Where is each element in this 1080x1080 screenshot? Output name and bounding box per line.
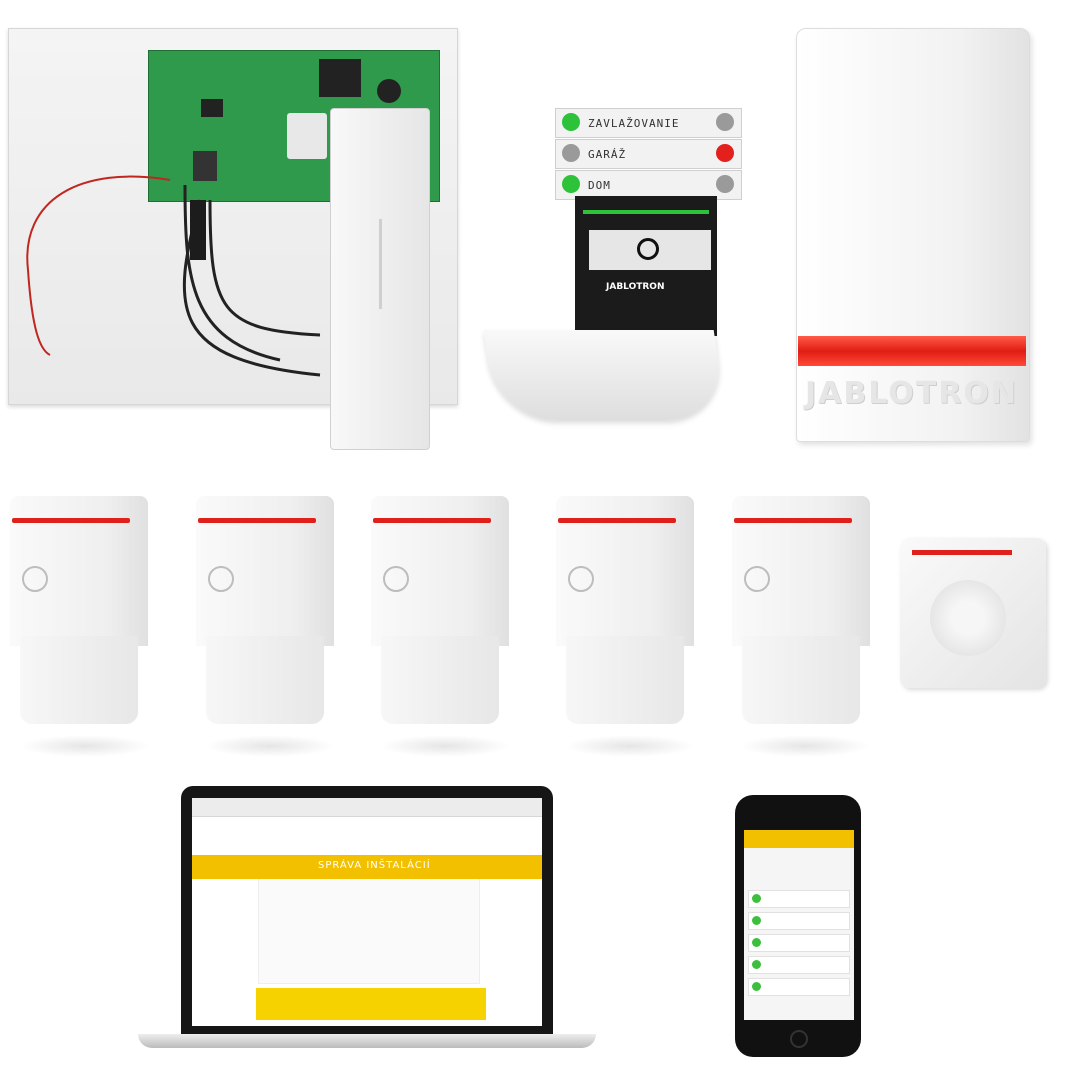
browser-toolbar bbox=[192, 798, 542, 817]
detector-stripe bbox=[12, 518, 130, 523]
detector-stripe bbox=[198, 518, 316, 523]
keypad-segment[interactable]: ZAVLAŽOVANIE bbox=[555, 108, 742, 138]
motion-detector bbox=[556, 496, 694, 724]
phone-app-header bbox=[744, 830, 854, 848]
laptop-banner-title: SPRÁVA INŠTALÁCIÍ bbox=[318, 860, 431, 871]
status-led bbox=[562, 175, 580, 193]
siren-brand: JABLOTRON bbox=[805, 376, 1018, 411]
keypad-segment[interactable]: GARÁŽ bbox=[555, 139, 742, 169]
segment-button[interactable] bbox=[716, 175, 734, 193]
jablotron-logo-icon bbox=[22, 566, 48, 592]
laptop-base bbox=[138, 1034, 596, 1048]
phone-list-item bbox=[748, 890, 850, 908]
board-chip bbox=[201, 99, 223, 117]
segment-label: GARÁŽ bbox=[588, 147, 627, 161]
phone-list-item bbox=[748, 956, 850, 974]
content-card bbox=[258, 862, 480, 984]
detector-stripe bbox=[734, 518, 852, 523]
outdoor-siren bbox=[796, 28, 1030, 442]
laptop-banner bbox=[192, 855, 542, 879]
status-led bbox=[562, 144, 580, 162]
segment-label: ZAVLAŽOVANIE bbox=[588, 116, 680, 130]
segment-button[interactable] bbox=[716, 144, 734, 162]
jablotron-logo-icon bbox=[383, 566, 409, 592]
motion-detector bbox=[10, 496, 148, 724]
keypad-indicator-bar bbox=[583, 210, 709, 214]
keypad-lcd bbox=[589, 230, 711, 270]
board-connector bbox=[193, 151, 217, 181]
segment-button[interactable] bbox=[716, 113, 734, 131]
keypad-cover-flap bbox=[483, 330, 727, 420]
motion-detector bbox=[371, 496, 509, 724]
sim-slot bbox=[287, 113, 327, 159]
gsm-module bbox=[330, 108, 430, 450]
board-chip bbox=[319, 59, 361, 97]
board-capacitor bbox=[377, 79, 401, 103]
phone-list-item bbox=[748, 934, 850, 952]
phone-list-item bbox=[748, 912, 850, 930]
jablotron-logo-icon bbox=[568, 566, 594, 592]
jablotron-logo-icon bbox=[208, 566, 234, 592]
panel-wiring bbox=[26, 175, 321, 377]
siren-flash-light bbox=[798, 336, 1026, 366]
detector-stripe bbox=[373, 518, 491, 523]
segment-label: DOM bbox=[588, 178, 611, 192]
jablotron-logo-icon bbox=[637, 238, 659, 260]
keypad-brand: JABLOTRON bbox=[606, 282, 665, 292]
gsm-module-seam bbox=[379, 219, 382, 309]
indoor-siren-stripe bbox=[912, 550, 1012, 555]
indoor-siren-speaker bbox=[930, 580, 1006, 656]
laptop-highlight-panel bbox=[256, 988, 486, 1020]
motion-detector bbox=[732, 496, 870, 724]
detector-stripe bbox=[558, 518, 676, 523]
phone-home-button bbox=[790, 1030, 808, 1048]
phone-list-item bbox=[748, 978, 850, 996]
motion-detector bbox=[196, 496, 334, 724]
circuit-board bbox=[148, 50, 440, 202]
jablotron-logo-icon bbox=[744, 566, 770, 592]
status-led bbox=[562, 113, 580, 131]
